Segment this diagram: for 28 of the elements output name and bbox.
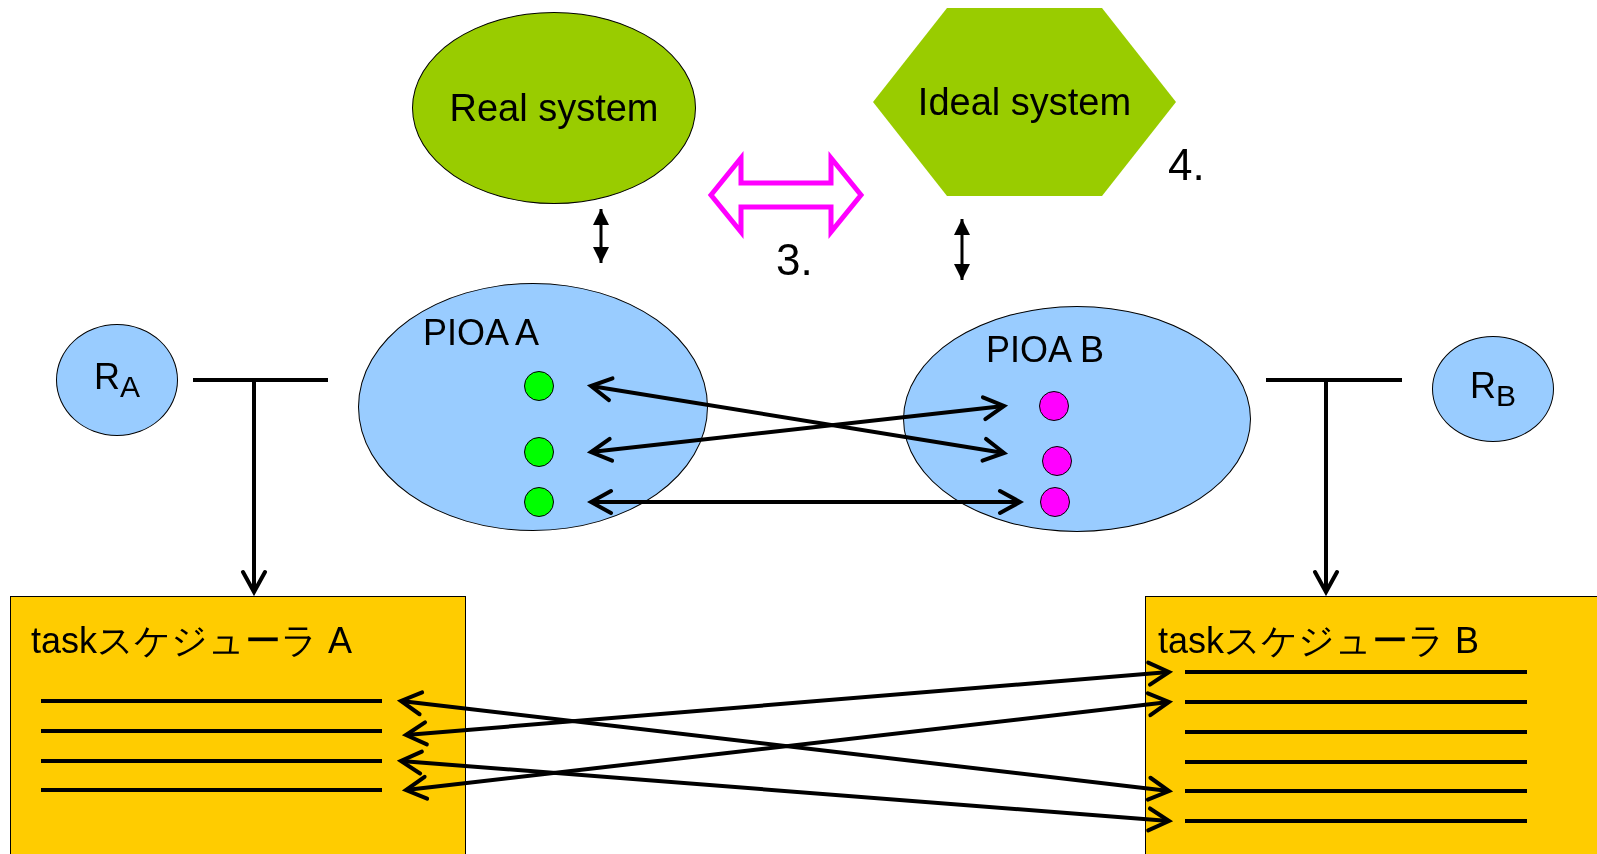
- port-dot: [1039, 391, 1069, 421]
- node-label: PIOA B: [986, 329, 1105, 371]
- arrow: [589, 395, 1006, 463]
- port-dot: [524, 437, 554, 467]
- node-label: taskスケジューラ A: [31, 619, 353, 663]
- port-dot: [1040, 487, 1070, 517]
- port-dot: [524, 371, 554, 401]
- scheduler-box: [1145, 596, 1597, 854]
- arrow: [593, 209, 609, 263]
- step-number: 4.: [1168, 140, 1205, 190]
- node-label: R$_{A}$: [94, 355, 140, 405]
- arrow: [954, 219, 970, 280]
- node-label: Real system: [449, 86, 659, 130]
- scheduler-box: [10, 596, 466, 854]
- node-label: PIOA A: [423, 312, 540, 354]
- arrow: [404, 660, 1171, 747]
- arrow: [589, 489, 1022, 515]
- edge-label: 3.: [776, 235, 813, 285]
- port-dot: [524, 487, 554, 517]
- arrow: [399, 749, 1171, 833]
- node-label: taskスケジューラ B: [1158, 619, 1480, 663]
- node-label: R$_{B}$: [1470, 364, 1516, 414]
- arrow: [191, 378, 330, 594]
- arrow: [589, 376, 1006, 463]
- double-arrow: [707, 150, 865, 240]
- port-dot: [1042, 446, 1072, 476]
- arrow: [1264, 378, 1404, 594]
- node-label: Ideal system: [917, 80, 1132, 124]
